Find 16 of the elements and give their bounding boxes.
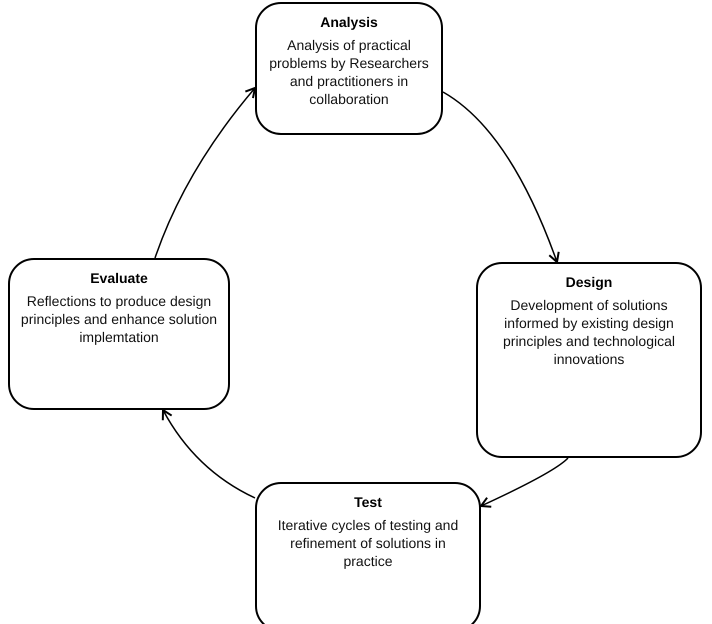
process-box	[255, 482, 481, 624]
box-heading: Analysis	[319, 14, 379, 30]
curved-arrow	[154, 87, 256, 258]
box-heading: Evaluate	[89, 270, 149, 286]
box-heading: Test	[353, 494, 383, 510]
box-heading: Design	[564, 274, 614, 290]
process-box	[476, 262, 702, 458]
process-box	[255, 2, 443, 135]
curved-arrow	[442, 91, 560, 263]
box-description: Reflections to produce design principles and enhance solution implemtation	[20, 292, 218, 346]
box-description: Analysis of practical problems by Researchers and practitioners in collaboration	[268, 36, 430, 108]
curved-arrow	[480, 457, 569, 508]
box-description: Iterative cycles of testing and refinement of solutions in practice	[276, 516, 460, 570]
process-box	[8, 258, 230, 410]
curved-arrow	[162, 409, 256, 499]
box-description: Development of solutions informed by existing design principles and technological innovations	[502, 296, 676, 368]
